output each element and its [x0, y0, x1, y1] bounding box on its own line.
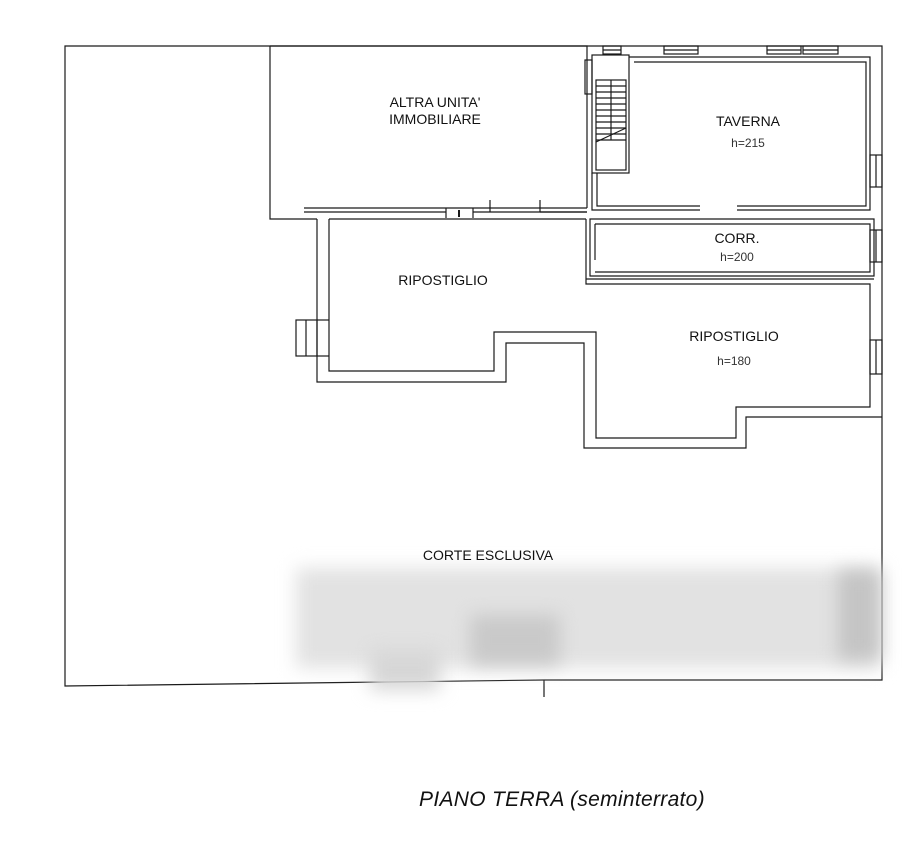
corte-name: CORTE ESCLUSIVA — [422, 547, 554, 563]
top-windows — [602, 45, 839, 55]
plan-caption: PIANO TERRA (seminterrato) — [419, 788, 705, 811]
lot-boundary — [64, 45, 883, 687]
ripostiglio-left-label: RIPOSTIGLIO — [398, 272, 487, 289]
redacted-area-dark-3 — [370, 650, 440, 690]
stair-core — [591, 54, 630, 174]
altra-unita-label: ALTRA UNITA' IMMOBILIARE — [389, 94, 481, 128]
taverna-name: TAVERNA — [715, 113, 781, 129]
altra-unita-walls — [269, 45, 588, 220]
taverna-walls — [591, 56, 871, 211]
ripostiglio-left-name: RIPOSTIGLIO — [398, 272, 488, 288]
ripostiglio-right-name: RIPOSTIGLIO — [689, 328, 779, 344]
ripostiglio-left-walls — [316, 219, 882, 449]
taverna-height: h=215 — [731, 136, 765, 150]
redacted-area-dark-1 — [470, 615, 560, 665]
ripostiglio-right-label: RIPOSTIGLIO h=180 — [689, 328, 778, 370]
corte-label: CORTE ESCLUSIVA — [423, 547, 553, 564]
right-windows — [869, 154, 883, 375]
ripostiglio-right-height: h=180 — [717, 354, 751, 368]
altra-unita-line2: IMMOBILIARE — [389, 111, 481, 127]
stair-treads — [596, 80, 626, 141]
redacted-area-dark-2 — [838, 570, 880, 660]
corridoio-label: CORR. h=200 — [714, 230, 759, 266]
corridoio-name: CORR. — [714, 230, 760, 246]
taverna-label: TAVERNA h=215 — [716, 113, 780, 152]
stair-arrow — [595, 127, 627, 143]
altra-unita-line1: ALTRA UNITA' — [389, 94, 481, 110]
corridoio-walls — [589, 218, 875, 277]
corridoio-height: h=200 — [720, 250, 754, 264]
